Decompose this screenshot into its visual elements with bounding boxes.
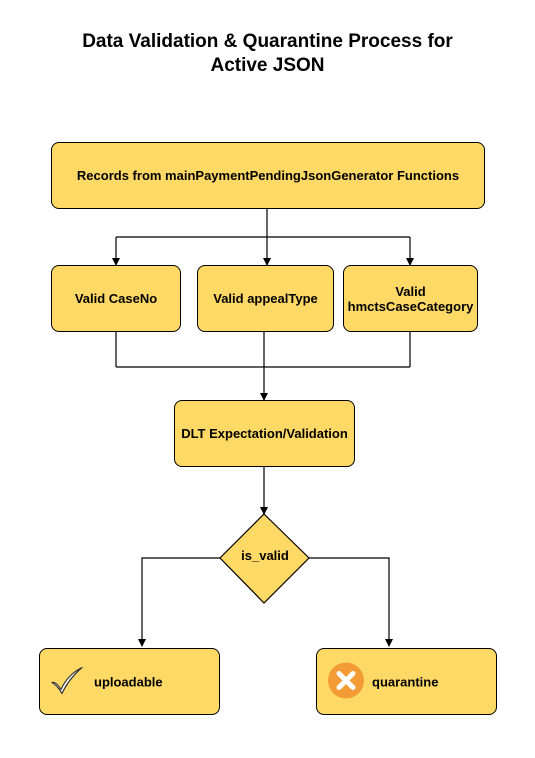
arrow-to-uploadable: [138, 557, 220, 647]
decision-diamond: [219, 513, 310, 604]
x-circle-icon: [327, 661, 365, 702]
valid-appeal-type-box[interactable]: Valid appealType: [197, 265, 334, 332]
diagram-title: Data Validation & Quarantine Process for…: [0, 30, 535, 78]
diagram-title-line1: Data Validation & Quarantine Process for: [82, 31, 453, 52]
uploadable-box[interactable]: uploadable: [39, 648, 220, 715]
decision-label: is_valid: [241, 548, 289, 563]
dlt-validation-label: DLT Expectation/Validation: [181, 426, 348, 441]
diagram-title-line2: Active JSON: [210, 55, 325, 76]
valid-case-no-label: Valid CaseNo: [74, 291, 158, 306]
arrow-to-quarantine: [309, 557, 393, 647]
quarantine-label: quarantine: [372, 674, 439, 689]
uploadable-label: uploadable: [94, 674, 163, 689]
valid-case-no-box[interactable]: Valid CaseNo: [51, 265, 181, 332]
quarantine-box[interactable]: quarantine: [316, 648, 497, 715]
valid-category-label-line1: Valid: [395, 283, 426, 299]
dlt-validation-box[interactable]: DLT Expectation/Validation: [174, 400, 355, 467]
valid-appeal-type-label: Valid appealType: [213, 291, 318, 306]
checkmark-icon: [50, 666, 84, 697]
valid-category-box[interactable]: Valid hmctsCaseCategory: [343, 265, 478, 332]
source-records-box[interactable]: Records from mainPaymentPendingJsonGener…: [51, 142, 485, 209]
valid-category-label-line2: hmctsCaseCategory: [347, 298, 474, 314]
source-records-label: Records from mainPaymentPendingJsonGener…: [76, 168, 460, 183]
